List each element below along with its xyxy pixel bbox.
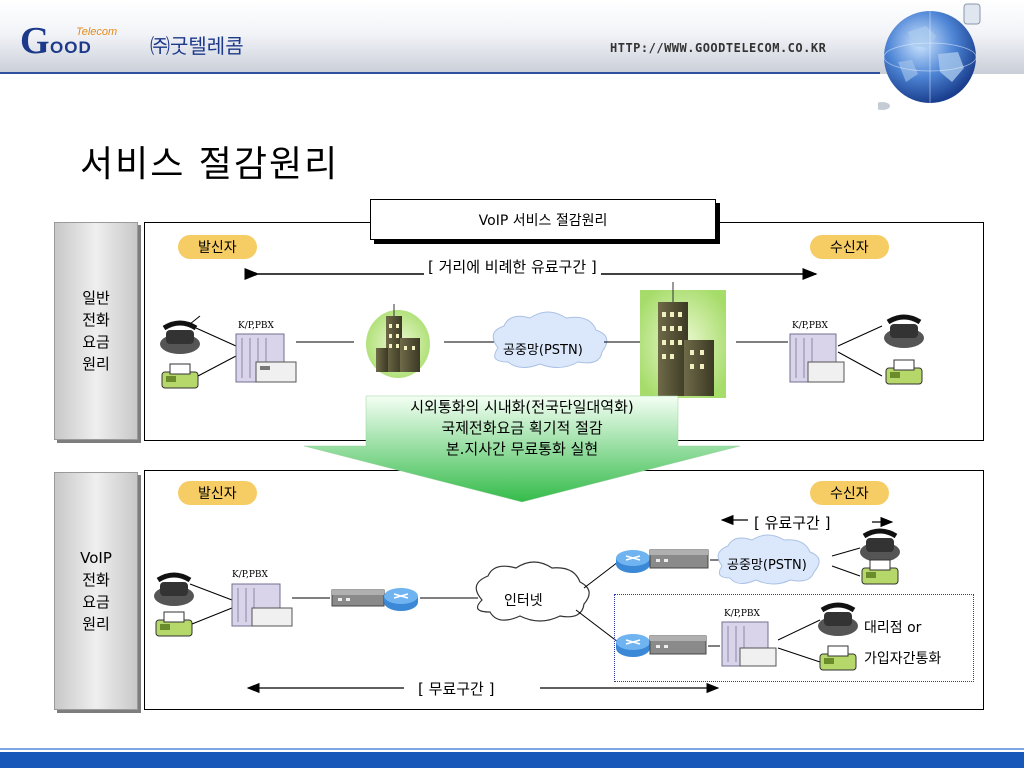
internet-cloud xyxy=(475,561,590,622)
pstn-cloud-top xyxy=(492,311,608,368)
internet-label: 인터넷 xyxy=(504,593,543,609)
fax-icon xyxy=(161,363,199,389)
telephone-icon xyxy=(154,572,194,606)
section-label-line: 일반 xyxy=(82,289,110,307)
header-divider xyxy=(0,72,880,74)
pstn-cloud-bottom xyxy=(717,534,820,585)
pbx-left-icon xyxy=(231,583,293,627)
telephone-icon xyxy=(860,528,900,562)
building-small-icon xyxy=(366,304,430,378)
router-icon xyxy=(384,588,418,611)
building-large-icon xyxy=(640,282,726,398)
section-label-line: 전화 xyxy=(82,571,110,589)
voip-gateway-icon xyxy=(649,635,707,655)
pbx-label: K/P,PBX xyxy=(724,609,760,619)
website-url: HTTP://WWW.GOODTELECOM.CO.KR xyxy=(610,41,827,55)
header-bar xyxy=(0,0,1024,74)
pbx-label: K/P,PBX xyxy=(792,321,828,331)
section-label-line: 원리 xyxy=(82,615,110,633)
pbx-agency-icon xyxy=(721,621,777,667)
benefits-text: 시외통화의 시내화(전국단일대역화) 국제전화요금 획기적 절감 본.지사간 무… xyxy=(366,396,678,460)
pbx-right-icon xyxy=(789,333,845,383)
company-name: ㈜굿텔레콤 xyxy=(150,34,244,58)
logo-letter-g: G xyxy=(20,20,50,62)
benefit-line: 시외통화의 시내화(전국단일대역화) xyxy=(410,397,634,416)
subscriber-call-label: 가입자간통화 xyxy=(864,651,942,667)
distance-note: [ 거리에 비례한 유료구간 ] xyxy=(424,256,601,277)
benefit-line: 본.지사간 무료통화 실현 xyxy=(445,439,599,458)
section-label-line: 전화 xyxy=(82,311,110,329)
section-label-line: VoIP xyxy=(80,549,112,567)
diagram-title: VoIP 서비스 절감원리 xyxy=(370,199,716,240)
paid-section-note: [ 유료구간 ] xyxy=(750,512,835,533)
section-label-line: 요금 xyxy=(82,333,110,351)
voip-gateway-icon xyxy=(649,549,709,569)
router-icon xyxy=(616,634,650,657)
fax-icon xyxy=(155,611,193,637)
section-label-line: 요금 xyxy=(82,593,110,611)
pbx-label: K/P,PBX xyxy=(238,321,274,331)
fax-icon xyxy=(861,559,899,585)
footer-divider xyxy=(0,748,1024,750)
logo-text: OOD xyxy=(50,38,92,57)
agency-group xyxy=(614,594,974,682)
telephone-icon xyxy=(818,602,858,636)
section-label-line: 원리 xyxy=(82,355,110,373)
fax-icon xyxy=(885,359,923,385)
telephone-icon xyxy=(884,314,924,348)
sender-badge: 발신자 xyxy=(178,235,257,259)
pstn-label: 공중망(PSTN) xyxy=(727,558,807,573)
globe-icon xyxy=(878,3,981,110)
receiver-badge: 수신자 xyxy=(810,481,889,505)
voip-gateway-icon xyxy=(331,589,385,607)
logo-telecom-text: Telecom xyxy=(76,26,118,38)
section-label-standard: 일반 전화 요금 원리 xyxy=(54,222,138,440)
pstn-label: 공중망(PSTN) xyxy=(503,343,583,358)
pbx-label: K/P,PBX xyxy=(232,570,268,580)
receiver-badge: 수신자 xyxy=(810,235,889,259)
benefit-line: 국제전화요금 획기적 절감 xyxy=(441,418,603,437)
section-label-voip: VoIP 전화 요금 원리 xyxy=(54,472,138,710)
page-title: 서비스 절감원리 xyxy=(80,144,340,185)
free-section-note: [ 무료구간 ] xyxy=(414,678,499,699)
footer-bar xyxy=(0,752,1024,768)
router-icon xyxy=(616,550,650,573)
fax-icon xyxy=(819,645,857,671)
pbx-left-icon xyxy=(235,333,297,383)
sender-badge: 발신자 xyxy=(178,481,257,505)
benefit-arrow xyxy=(303,395,741,503)
agency-label: 대리점 or xyxy=(864,620,922,636)
telephone-icon xyxy=(160,315,201,354)
